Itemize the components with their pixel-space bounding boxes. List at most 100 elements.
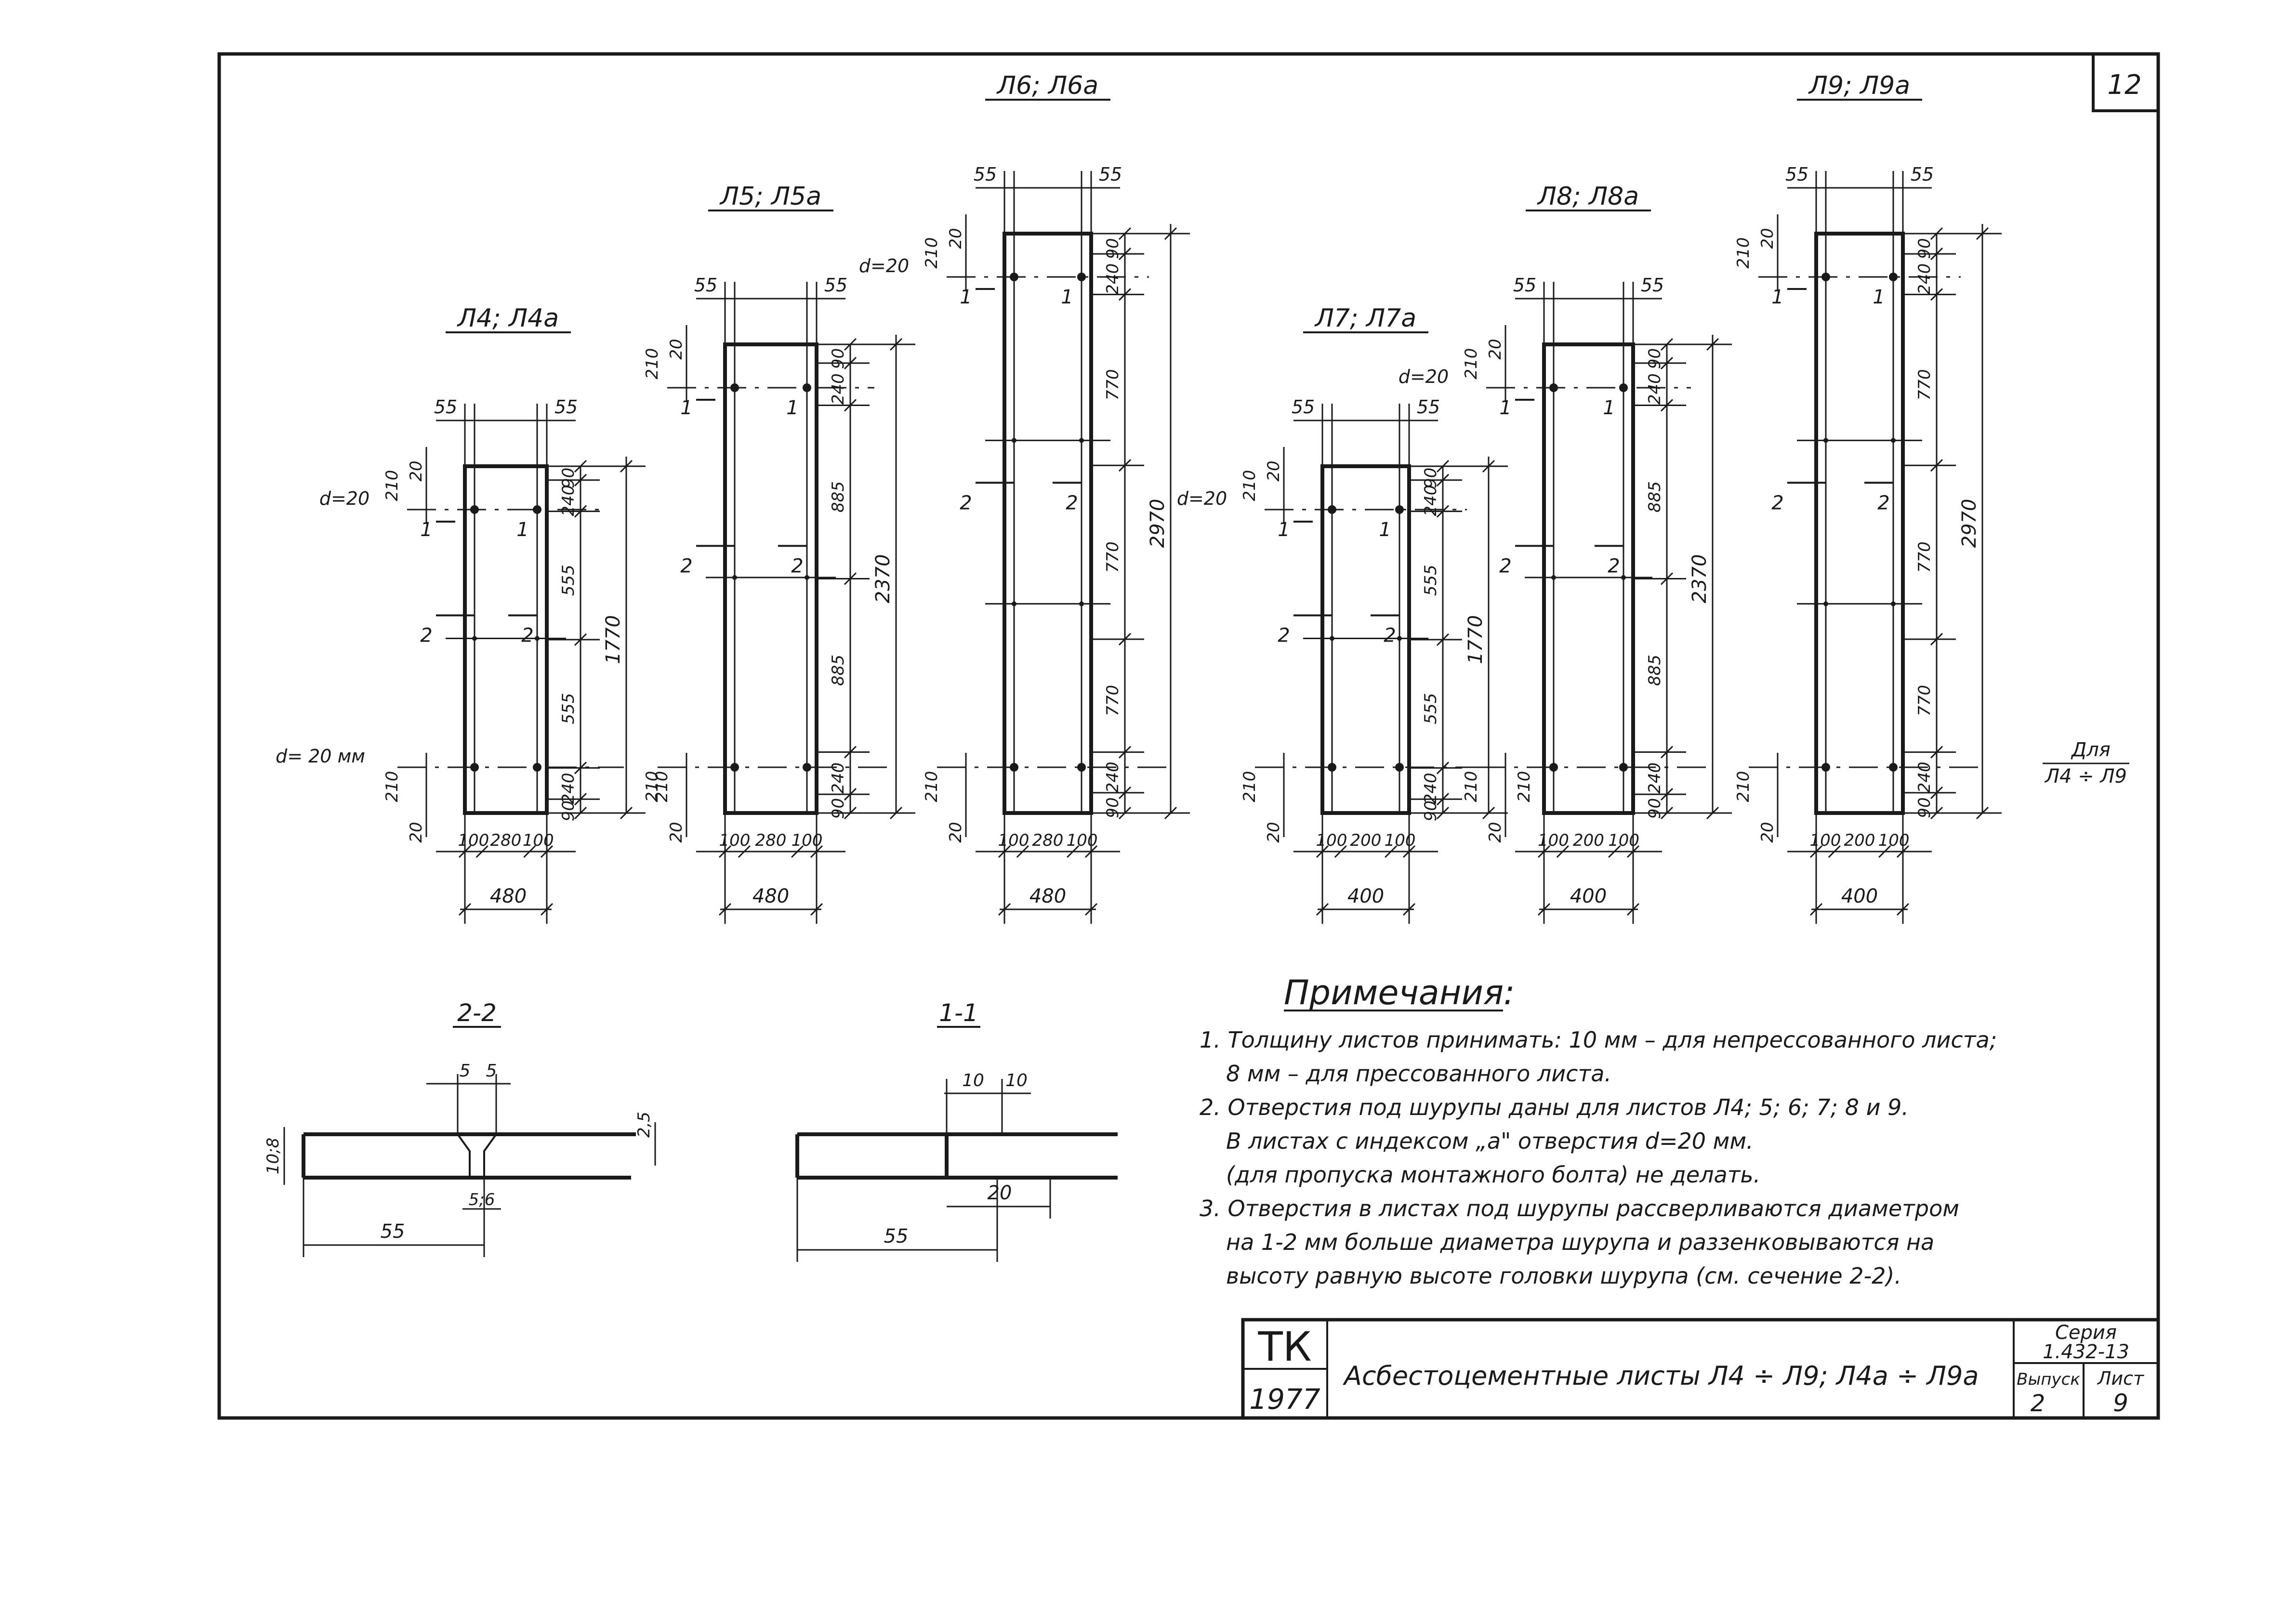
width-part-2: 100 bbox=[523, 831, 554, 850]
top-left-dim-1: 210 bbox=[383, 470, 402, 501]
sheet-outline bbox=[1003, 232, 1093, 815]
overall-dim: 2970 bbox=[1958, 499, 1980, 548]
width-tick bbox=[998, 845, 1011, 858]
section-2-2-length: 55 bbox=[381, 1220, 405, 1243]
width-part-1: 200 bbox=[1350, 831, 1382, 850]
width-tick bbox=[718, 903, 732, 916]
width-tick bbox=[1537, 903, 1551, 916]
overall-tick bbox=[1482, 806, 1495, 820]
note-line-6: 3. Отверстия в листах под шурупы рассвер… bbox=[1200, 1195, 1959, 1221]
title-block-org: ТК bbox=[1258, 1323, 1312, 1370]
page-number: 12 bbox=[2107, 69, 2141, 101]
edge-right-label: 55 bbox=[1911, 164, 1934, 185]
section-2-2-body bbox=[302, 1132, 636, 1180]
sheet-outline bbox=[1542, 342, 1635, 815]
section-2-2-top-0: 5 bbox=[460, 1061, 471, 1081]
note-line-4: В листах с индексом „а" отверстия d=20 м… bbox=[1226, 1128, 1754, 1154]
right-segment-3: 555 bbox=[559, 693, 578, 724]
edge-left-label: 55 bbox=[1785, 164, 1808, 185]
section-1-1-body bbox=[795, 1132, 1118, 1180]
width-tick bbox=[1809, 845, 1823, 858]
width-part-2: 100 bbox=[1385, 831, 1416, 850]
note-line-3: 2. Отверстия под шурупы даны для листов … bbox=[1200, 1094, 1909, 1120]
overall-tick bbox=[620, 806, 633, 820]
chain-tick bbox=[1118, 248, 1132, 261]
section-mark-1-left: 1 bbox=[1771, 286, 1783, 308]
section-mark-1-right: 1 bbox=[1873, 286, 1885, 308]
section-mark-2-left: 2 bbox=[1499, 555, 1511, 577]
width-tick bbox=[1809, 903, 1823, 916]
chain-tick bbox=[1118, 786, 1132, 799]
title-block-year: 1977 bbox=[1249, 1383, 1320, 1416]
chain-tick bbox=[1930, 288, 1943, 301]
width-tick bbox=[998, 903, 1011, 916]
width-part-2: 100 bbox=[1878, 831, 1910, 850]
right-segment-0: 90 bbox=[1421, 468, 1440, 488]
width-tick bbox=[1084, 845, 1098, 858]
chain-tick bbox=[1660, 356, 1674, 369]
chain-tick bbox=[574, 633, 587, 646]
sheet-title: Л7; Л7а bbox=[1314, 304, 1416, 333]
overall-tick bbox=[1976, 806, 1989, 820]
note-line-1: 1. Толщину листов принимать: 10 мм – для… bbox=[1200, 1027, 1997, 1053]
section-1-1-title: 1-1 bbox=[939, 999, 978, 1027]
section-mark-2-right: 2 bbox=[1066, 492, 1078, 514]
title-block-sheet-label: Лист bbox=[2097, 1368, 2145, 1389]
right-segment-1: 240 bbox=[1645, 373, 1664, 405]
overall-dim: 1770 bbox=[1465, 615, 1487, 664]
page-number-box bbox=[2092, 54, 2158, 112]
width-tick bbox=[1537, 845, 1551, 858]
width-tick bbox=[458, 845, 472, 858]
chain-tick bbox=[844, 572, 857, 585]
section-mark-1-right: 1 bbox=[1061, 286, 1073, 308]
section-mark-2-right: 2 bbox=[521, 625, 533, 647]
section-1-1-top-0: 10 bbox=[962, 1071, 984, 1090]
right-segment-6: 90 bbox=[1103, 797, 1122, 818]
bottom-left-dim-0: 210 bbox=[383, 771, 402, 802]
section-mark-2-left: 2 bbox=[1278, 625, 1290, 647]
overall-dim: 2970 bbox=[1147, 499, 1169, 548]
section-2-2-bottom: 5;6 bbox=[469, 1190, 495, 1209]
right-segment-1: 240 bbox=[1421, 485, 1440, 516]
note-line-8: высоту равную высоте головки шурупа (см.… bbox=[1226, 1263, 1901, 1289]
right-segment-0: 90 bbox=[559, 468, 578, 488]
width-tick bbox=[475, 845, 488, 858]
right-segment-3: 885 bbox=[829, 655, 848, 686]
section-mark-2-right: 2 bbox=[1384, 625, 1396, 647]
width-total: 480 bbox=[752, 885, 789, 907]
right-segment-2: 555 bbox=[1421, 564, 1440, 596]
right-segment-4: 240 bbox=[1421, 773, 1440, 804]
right-segment-5: 90 bbox=[1645, 798, 1664, 819]
right-segment-3: 885 bbox=[1645, 655, 1664, 686]
chain-tick bbox=[1660, 746, 1674, 759]
section-mark-1-right: 1 bbox=[516, 519, 528, 541]
width-part-1: 280 bbox=[755, 831, 787, 850]
width-tick bbox=[1316, 845, 1329, 858]
section-2-2-thickness: 10;8 bbox=[264, 1138, 283, 1174]
width-tick bbox=[540, 845, 554, 858]
bottom-left-dim-1: 20 bbox=[1264, 822, 1283, 842]
right-segment-5: 240 bbox=[1103, 761, 1122, 793]
title-block-title: Асбестоцементные листы Л4 ÷ Л9; Л4а ÷ Л9… bbox=[1343, 1361, 1979, 1391]
for-note-line1: Для bbox=[2071, 739, 2111, 761]
section-mark-1-right: 1 bbox=[1379, 519, 1391, 541]
top-left-dim-1: 210 bbox=[1240, 470, 1259, 501]
section-mark-1-right: 1 bbox=[786, 397, 798, 419]
title-block-series: 1.432-13 bbox=[2043, 1341, 2129, 1363]
sheet-outline bbox=[1320, 464, 1411, 815]
width-tick bbox=[738, 845, 751, 858]
section-mark-2-right: 2 bbox=[1608, 555, 1620, 577]
bottom-right-dim: 210 bbox=[1515, 771, 1534, 802]
right-segment-1: 240 bbox=[559, 485, 578, 516]
width-total: 480 bbox=[490, 885, 527, 907]
overall-dim: 1770 bbox=[602, 615, 624, 664]
width-part-1: 200 bbox=[1573, 831, 1604, 850]
sheet-outline bbox=[1814, 232, 1905, 815]
drawing-frame bbox=[217, 52, 2160, 1420]
right-segment-0: 90 bbox=[1915, 238, 1934, 259]
right-segment-2: 770 bbox=[1103, 369, 1122, 400]
top-left-dim-0: 20 bbox=[407, 460, 426, 481]
